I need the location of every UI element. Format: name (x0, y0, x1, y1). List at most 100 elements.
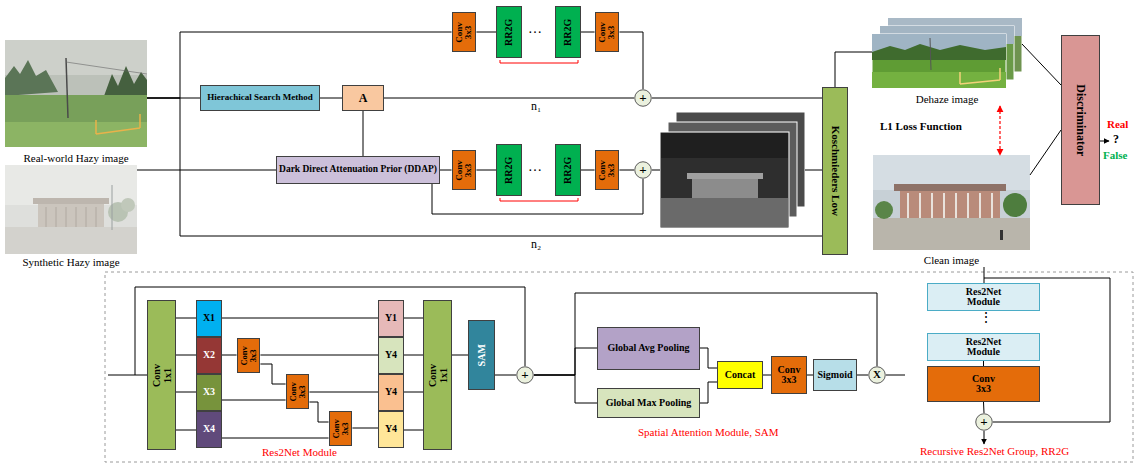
node-label: + (521, 368, 528, 382)
label-box: n₁ (531, 100, 541, 113)
connector (476, 170, 496, 171)
connector (222, 355, 237, 356)
photo-ground (5, 40, 147, 147)
photo-hills (872, 44, 1006, 60)
repeat-count: n₂ (531, 238, 541, 251)
sum-circle: + (634, 161, 652, 179)
node-label: Hierachical Search Method (207, 93, 312, 102)
node-label: Conv 3x3 (455, 155, 474, 185)
node-label: + (980, 415, 987, 429)
node-label: + (639, 163, 646, 177)
conv-block: Conv 1x1 (147, 300, 176, 450)
connector (581, 170, 595, 171)
connector (404, 392, 423, 393)
image-caption: Clean image (924, 255, 979, 267)
connector (260, 355, 378, 356)
node-label: X (873, 369, 881, 381)
transmission-maps (660, 112, 805, 228)
wire (886, 375, 905, 376)
photo-tree (875, 201, 893, 219)
wire (652, 170, 660, 171)
activation-box: Sigmoid (813, 359, 857, 391)
connector (857, 375, 868, 376)
node-label: Y4 (385, 424, 397, 435)
rr2g-block: RR2G (555, 144, 581, 196)
photo-square (873, 218, 1030, 250)
photo-columns (46, 207, 96, 227)
connector (984, 267, 985, 283)
model-block: Koschmieders Low (822, 87, 848, 255)
connector (176, 318, 196, 319)
photo-building (900, 190, 1000, 218)
photo-wire (66, 62, 147, 74)
rr2g-block: RR2G (555, 6, 581, 58)
feature-box: Y1 (378, 300, 404, 337)
sum-circle: + (516, 366, 534, 384)
dashed-frame (105, 272, 1133, 462)
sum-circle: + (634, 89, 652, 107)
image-figure: Synthetic Hazy image (5, 165, 137, 269)
photo-square (5, 227, 137, 254)
label-box: ⋮ (979, 311, 993, 326)
node-label: Conv 1x1 (151, 360, 172, 390)
dehazed-photos (872, 18, 1022, 88)
label-box: … (528, 22, 542, 37)
synthetic-photo (5, 165, 137, 254)
photo-pole (930, 38, 931, 70)
connector (176, 430, 196, 431)
conv-block: Conv 3x3 (927, 366, 1040, 402)
circle-shape (635, 162, 652, 179)
repeat-bracket (500, 198, 578, 201)
node-label: Global Avg Pooling (607, 343, 689, 354)
photo-pole (112, 185, 113, 230)
connector (619, 32, 643, 89)
circle-shape (976, 414, 993, 431)
feature-box: Y4 (378, 337, 404, 374)
conv-block: Conv 3x3 (237, 338, 261, 373)
output-arrow (984, 431, 985, 444)
connector (404, 430, 423, 431)
map-roof (687, 173, 763, 179)
node-label: Koschmieders Low (829, 91, 841, 251)
feature-box: Y4 (378, 374, 404, 411)
module-caption: Recursive Res2Net Group, RR2G (920, 446, 1069, 458)
node-label: Sigmoid (817, 370, 852, 381)
connector (983, 402, 985, 413)
node-label: Y4 (385, 387, 397, 398)
connector (260, 364, 285, 384)
skip-wire (135, 287, 525, 375)
conv-block: Conv 3x3 (595, 150, 620, 190)
feature-box: X4 (196, 411, 222, 448)
photo-person (1000, 230, 1003, 240)
map-sheet (660, 132, 789, 228)
connector (700, 348, 717, 368)
node-label: Conv 3x3 (332, 414, 350, 443)
node-label: Y1 (385, 313, 397, 324)
label-box: False (1103, 150, 1127, 162)
photo-field (5, 95, 147, 147)
conv-block: Conv 3x3 (595, 12, 620, 52)
res2net-box: Res2Net Module (927, 283, 1040, 311)
node-label: Conv 3x3 (289, 377, 307, 406)
photo-columns (908, 193, 992, 218)
process-box: Hierachical Search Method (200, 85, 320, 111)
wire (805, 170, 822, 171)
label-box: Res2Net Module (262, 447, 337, 459)
prior-box: Dark Direct Attenuation Prior (DDAP) (276, 156, 440, 184)
connector (404, 355, 423, 356)
node-label: Conv 1x1 (427, 360, 448, 390)
parameter-box: A (342, 85, 384, 111)
connector (222, 318, 378, 319)
connector (352, 428, 378, 429)
node-label: X4 (203, 424, 215, 435)
connector (495, 375, 516, 376)
label-box: L1 Loss Function (880, 121, 962, 133)
node-label: X3 (203, 387, 215, 398)
loss-label: L1 Loss Function (880, 121, 962, 133)
image-figure: Dehaze image (872, 18, 1022, 106)
conv-block: Conv 3x3 (286, 374, 310, 409)
map-sky (661, 133, 788, 158)
output-label: Real (1107, 119, 1128, 131)
